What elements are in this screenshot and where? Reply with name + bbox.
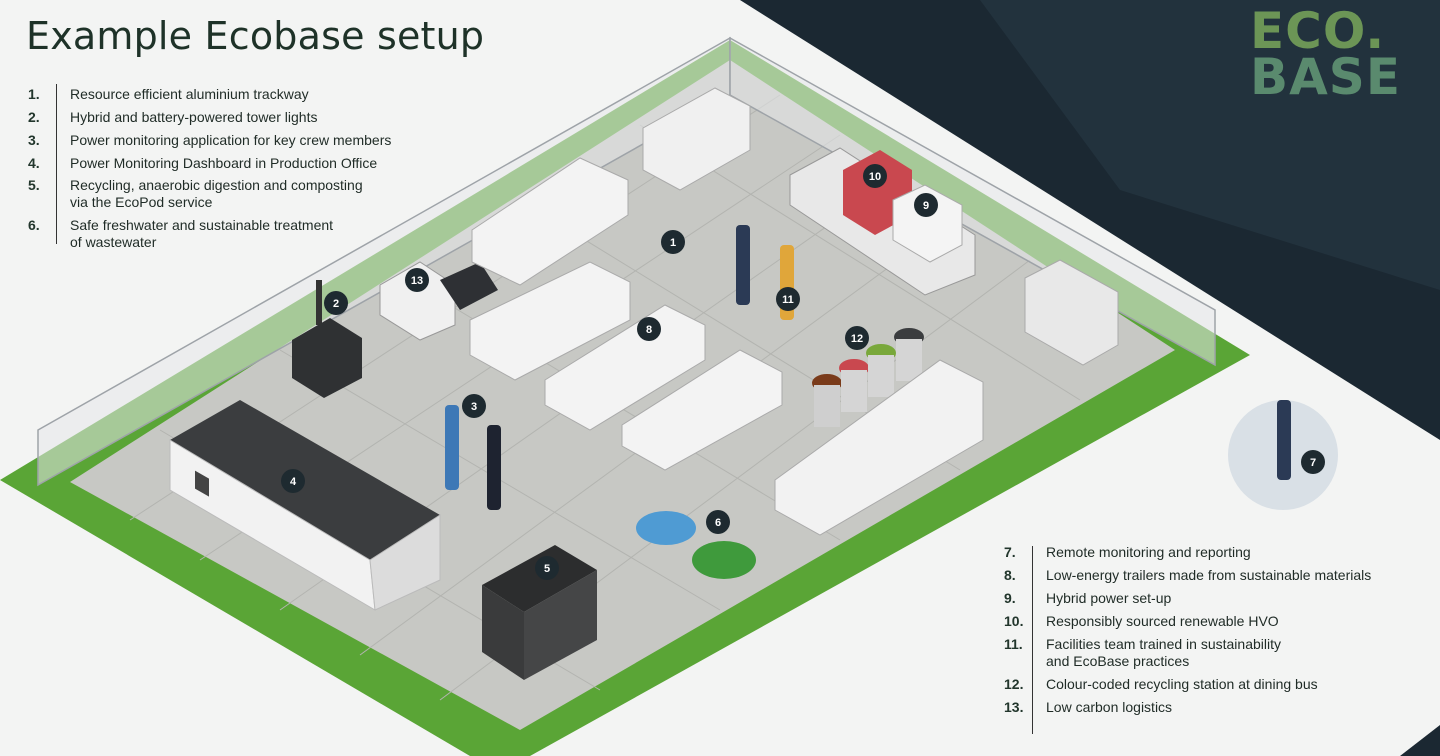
badge-3-label: 3 xyxy=(471,401,477,413)
legend-right: 7. Remote monitoring and reporting 8. Low-… xyxy=(1004,544,1371,722)
legend-item: 11. Facilities team trained in sustainabi… xyxy=(1004,636,1371,676)
legend-text: Power monitoring application for key cre… xyxy=(70,132,392,148)
legend-text: Power Monitoring Dashboard in Production… xyxy=(70,155,378,171)
logistics-truck xyxy=(379,261,498,341)
legend-num: 3. xyxy=(28,132,40,148)
badge-9-label: 9 xyxy=(923,200,929,212)
badge-8: 8 xyxy=(637,317,661,341)
legend-item: 5. Recycling, anaerobic digestion and com… xyxy=(28,177,391,217)
badge-2-label: 2 xyxy=(333,298,339,310)
trailer-a xyxy=(471,157,629,286)
badge-13-label: 13 xyxy=(411,275,423,287)
badge-8-label: 8 xyxy=(646,324,652,336)
water-tanks xyxy=(636,511,756,579)
small-cabin-top xyxy=(642,87,751,191)
badge-10-label: 10 xyxy=(869,171,881,183)
legend-num: 1. xyxy=(28,86,40,102)
page-title: Example Ecobase setup xyxy=(26,14,485,58)
badge-11: 11 xyxy=(776,287,800,311)
legend-num: 9. xyxy=(1004,590,1016,606)
legend-item: 3. Power monitoring application for key c… xyxy=(28,132,391,155)
legend-item: 12. Colour-coded recycling station at din… xyxy=(1004,676,1371,699)
legend-text: Low-energy trailers made from sustainabl… xyxy=(1046,567,1372,583)
badge-5: 5 xyxy=(535,556,559,580)
legend-item: 8. Low-energy trailers made from sustaina… xyxy=(1004,567,1371,590)
badge-10: 10 xyxy=(863,164,887,188)
legend-num: 8. xyxy=(1004,567,1016,583)
legend-text: Safe freshwater and sustainable treatmen… xyxy=(70,217,334,250)
badge-7-label: 7 xyxy=(1310,457,1316,469)
badge-2: 2 xyxy=(324,291,348,315)
legend-text: Colour-coded recycling station at dining… xyxy=(1046,676,1318,692)
badge-12: 12 xyxy=(845,326,869,350)
badge-1: 1 xyxy=(661,230,685,254)
legend-text: Recycling, anaerobic digestion and compo… xyxy=(70,177,363,210)
trailer-b xyxy=(469,261,631,381)
legend-text: Facilities team trained in sustainabilit… xyxy=(1046,636,1281,669)
legend-num: 13. xyxy=(1004,699,1024,715)
legend-num: 2. xyxy=(28,109,40,125)
generator-truck xyxy=(789,147,976,296)
legend-num: 7. xyxy=(1004,544,1016,560)
badge-1-label: 1 xyxy=(670,237,676,249)
logo-line-eco: ECO. xyxy=(1250,2,1386,60)
legend-num: 6. xyxy=(28,217,40,233)
legend-item: 4. Power Monitoring Dashboard in Producti… xyxy=(28,155,391,177)
remote-cabin xyxy=(1024,259,1119,366)
legend-item: 9. Hybrid power set-up xyxy=(1004,590,1371,613)
legend-left: 1.Resource efficient aluminium trackway … xyxy=(28,86,391,257)
legend-item: 7. Remote monitoring and reporting xyxy=(1004,544,1371,567)
production-office-cabin xyxy=(169,400,441,611)
badge-13: 13 xyxy=(405,268,429,292)
trailer-c xyxy=(544,304,706,431)
badge-11-label: 11 xyxy=(782,294,794,306)
legend-left-rule xyxy=(56,84,57,244)
legend-text: Hybrid power set-up xyxy=(1046,590,1172,606)
badge-12-label: 12 xyxy=(851,333,863,345)
legend-text: Responsibly sourced renewable HVO xyxy=(1046,613,1279,629)
logo-line-base: BASE xyxy=(1250,48,1401,106)
legend-item: 10. Responsibly sourced renewable HVO xyxy=(1004,613,1371,636)
legend-item: 6. Safe freshwater and sustainable treatm… xyxy=(28,217,391,257)
ecobase-logo: ECO. BASE xyxy=(1250,2,1402,106)
ecopod-unit xyxy=(482,545,597,680)
badge-9: 9 xyxy=(914,193,938,217)
dining-bus xyxy=(774,359,984,536)
remote-monitoring-circle xyxy=(1228,400,1338,510)
legend-item: 2. Hybrid and battery-powered tower light… xyxy=(28,109,391,132)
legend-num: 5. xyxy=(28,177,40,193)
tower-light xyxy=(292,280,362,398)
legend-text: Low carbon logistics xyxy=(1046,699,1173,715)
legend-num: 11. xyxy=(1004,636,1023,652)
legend-text: Resource efficient aluminium trackway xyxy=(70,86,309,102)
legend-text: Remote monitoring and reporting xyxy=(1046,544,1251,560)
legend-num: 12. xyxy=(1004,676,1024,692)
legend-num: 10. xyxy=(1004,613,1024,629)
legend-right-rule xyxy=(1032,546,1033,734)
badge-4-label: 4 xyxy=(290,476,297,488)
legend-item: 13. Low carbon logistics xyxy=(1004,699,1371,722)
badge-6-label: 6 xyxy=(715,517,721,529)
legend-item: 1. Resource efficient aluminium trackway xyxy=(28,86,391,109)
badge-3: 3 xyxy=(462,394,486,418)
recycling-station xyxy=(812,328,924,427)
badge-7: 7 xyxy=(1301,450,1325,474)
badge-6: 6 xyxy=(706,510,730,534)
badge-4: 4 xyxy=(281,469,305,493)
legend-num: 4. xyxy=(28,155,40,171)
trailer-d xyxy=(621,349,783,471)
legend-text: Hybrid and battery-powered tower lights xyxy=(70,109,318,125)
badge-5-label: 5 xyxy=(544,563,550,575)
